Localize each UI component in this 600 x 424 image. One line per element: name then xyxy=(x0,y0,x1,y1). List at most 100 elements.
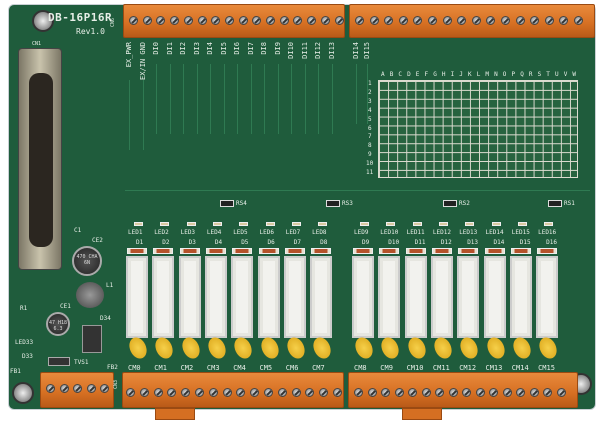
grid-column-label: I xyxy=(450,71,455,78)
terminal-screw[interactable] xyxy=(129,16,138,25)
common-label: CM9 xyxy=(380,364,393,372)
terminal-screw[interactable] xyxy=(354,388,363,397)
terminal-screw[interactable] xyxy=(381,388,390,397)
trace xyxy=(169,64,171,134)
terminal-screw[interactable] xyxy=(167,388,177,397)
terminal-screw[interactable] xyxy=(421,388,431,397)
terminal-screw[interactable] xyxy=(544,16,554,25)
terminal-screw[interactable] xyxy=(250,388,260,397)
terminal-screw[interactable] xyxy=(208,388,218,397)
terminal-screw[interactable] xyxy=(442,16,452,25)
diode xyxy=(484,248,505,254)
terminal-screw[interactable] xyxy=(319,388,329,397)
terminal-screw[interactable] xyxy=(293,16,303,25)
terminal-screw[interactable] xyxy=(181,388,191,397)
terminal-screw[interactable] xyxy=(183,16,193,25)
terminal-screw[interactable] xyxy=(279,16,289,25)
diode xyxy=(405,248,426,254)
diode xyxy=(458,248,479,254)
diode xyxy=(127,248,147,254)
din-rail-clip xyxy=(402,408,442,420)
terminal-screw[interactable] xyxy=(59,384,69,393)
terminal-screw[interactable] xyxy=(170,16,180,25)
terminal-screw[interactable] xyxy=(153,388,163,397)
diode-label: D9 xyxy=(362,239,370,246)
terminal-screw[interactable] xyxy=(211,16,221,25)
diode xyxy=(353,248,373,254)
terminal-screw[interactable] xyxy=(515,16,525,25)
terminal-screw[interactable] xyxy=(543,388,552,397)
trace xyxy=(318,64,319,134)
terminal-screw[interactable] xyxy=(529,388,539,397)
terminal-screw[interactable] xyxy=(516,388,525,397)
terminal-screw[interactable] xyxy=(334,16,344,25)
terminal-screw[interactable] xyxy=(73,384,82,393)
relay xyxy=(352,256,374,338)
terminal-screw[interactable] xyxy=(46,384,55,393)
trace xyxy=(183,64,184,134)
terminal-screw[interactable] xyxy=(486,16,496,25)
trace xyxy=(223,64,225,134)
terminal-screw[interactable] xyxy=(462,388,471,397)
grid-column-label: P xyxy=(511,71,516,78)
terminal-screw[interactable] xyxy=(435,388,444,397)
terminal-screw[interactable] xyxy=(222,388,232,397)
c1-label: C1 xyxy=(74,227,82,234)
terminal-screw[interactable] xyxy=(236,388,246,397)
terminal-screw[interactable] xyxy=(398,16,408,25)
terminal-screw[interactable] xyxy=(197,16,207,25)
common-label: CM2 xyxy=(180,364,194,372)
terminal-screw[interactable] xyxy=(502,388,512,397)
terminal-screw[interactable] xyxy=(224,16,234,25)
terminal-screw[interactable] xyxy=(139,388,149,397)
led xyxy=(517,222,527,226)
terminal-screw[interactable] xyxy=(501,16,510,25)
terminal-screw[interactable] xyxy=(367,388,377,397)
terminal-screw[interactable] xyxy=(394,388,404,397)
ce2-label: CE2 xyxy=(92,237,103,244)
terminal-screw[interactable] xyxy=(264,388,273,397)
terminal-screw[interactable] xyxy=(266,16,275,25)
terminal-screw[interactable] xyxy=(530,16,540,25)
terminal-screw[interactable] xyxy=(307,16,317,25)
terminal-screw[interactable] xyxy=(238,16,248,25)
diode-label: D5 xyxy=(241,239,249,246)
terminal-screw[interactable] xyxy=(489,388,498,397)
terminal-screw[interactable] xyxy=(457,16,467,25)
relay xyxy=(283,256,306,338)
resistor-array xyxy=(548,200,562,207)
terminal-screw[interactable] xyxy=(320,16,330,25)
terminal-screw[interactable] xyxy=(413,16,423,25)
terminal-screw[interactable] xyxy=(156,16,166,25)
led xyxy=(134,222,143,226)
trace xyxy=(210,64,211,134)
terminal-screw[interactable] xyxy=(333,388,342,397)
terminal-screw[interactable] xyxy=(428,16,437,25)
grid-column-label: O xyxy=(502,71,507,78)
led-label: LED16 xyxy=(538,229,557,236)
relay xyxy=(178,256,201,338)
terminal-screw[interactable] xyxy=(252,16,262,25)
terminal-screw[interactable] xyxy=(355,16,364,25)
grid-row-label: 4 xyxy=(368,106,372,114)
terminal-screw[interactable] xyxy=(369,16,379,25)
terminal-screw[interactable] xyxy=(126,388,135,397)
terminal-screw[interactable] xyxy=(574,16,583,25)
terminal-screw[interactable] xyxy=(291,388,301,397)
terminal-screw[interactable] xyxy=(195,388,204,397)
terminal-screw[interactable] xyxy=(559,16,569,25)
common-label: CM8 xyxy=(354,364,367,372)
terminal-screw[interactable] xyxy=(556,388,566,397)
terminal-screw[interactable] xyxy=(100,384,109,393)
terminal-screw[interactable] xyxy=(384,16,394,25)
terminal-screw[interactable] xyxy=(142,16,152,25)
terminal-screw[interactable] xyxy=(277,388,287,397)
terminal-screw[interactable] xyxy=(475,388,485,397)
db37-connector[interactable] xyxy=(18,48,62,270)
terminal-screw[interactable] xyxy=(471,16,481,25)
grid-row-label: 1 xyxy=(368,80,372,87)
terminal-screw[interactable] xyxy=(86,384,96,393)
terminal-screw[interactable] xyxy=(305,388,315,397)
terminal-screw[interactable] xyxy=(448,388,458,397)
terminal-screw[interactable] xyxy=(408,388,417,397)
